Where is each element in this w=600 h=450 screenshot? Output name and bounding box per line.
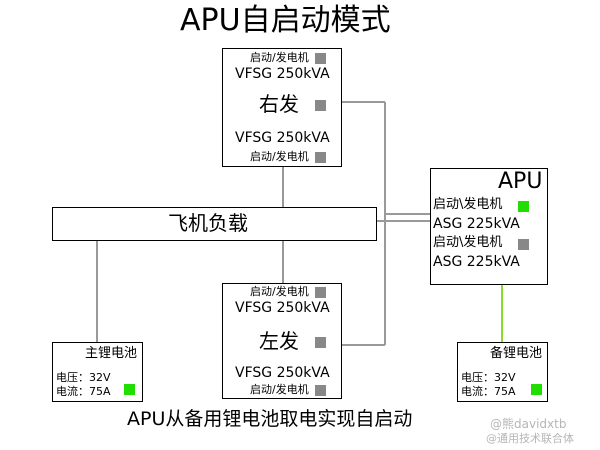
left-gen-top-rating: VFSG 250kVA	[235, 300, 330, 316]
left-gen-top-mode: 启动/发电机	[250, 285, 309, 298]
main-battery-box	[52, 342, 143, 402]
aircraft-load-label: 飞机负载	[168, 211, 248, 235]
left-gen-bottom-rating: VFSG 250kVA	[235, 365, 330, 381]
left-gen-bottom-indicator	[315, 385, 326, 396]
right-gen-top-mode: 启动/发电机	[250, 51, 309, 64]
main-battery-title: 主锂电池	[85, 346, 138, 361]
right-gen-name: 右发	[259, 92, 299, 116]
backup-battery-current: 电流：75A	[461, 385, 516, 398]
left-gen-middle-indicator	[315, 337, 326, 348]
main-battery-current: 电流：75A	[56, 385, 111, 398]
left-gen-top-indicator	[315, 287, 326, 298]
backup-battery-title: 备锂电池	[490, 346, 543, 361]
right-gen-middle-indicator	[315, 100, 326, 111]
right-gen-bottom-mode: 启动/发电机	[250, 150, 309, 163]
right-gen-bottom-indicator	[315, 152, 326, 163]
watermark-org: @通用技术联合体	[486, 432, 574, 445]
apu-mode-1-indicator	[518, 201, 529, 212]
apu-rating-1: ASG 225kVA	[433, 216, 520, 232]
backup-battery-voltage: 电压：32V	[461, 371, 516, 384]
left-gen-bottom-mode: 启动/发电机	[250, 383, 309, 396]
apu-rating-2: ASG 225kVA	[433, 254, 520, 270]
apu-title: APU	[498, 169, 543, 194]
main-battery-indicator	[124, 384, 135, 395]
diagram-subtitle: APU从备用锂电池取电实现自启动	[127, 408, 413, 430]
right-gen-top-indicator	[315, 53, 326, 64]
left-gen-name: 左发	[259, 329, 299, 353]
aircraft-load-box	[52, 207, 377, 241]
apu-box	[430, 168, 548, 285]
backup-battery-indicator	[531, 384, 542, 395]
main-battery-voltage: 电压：32V	[56, 371, 111, 384]
apu-mode-1: 启动\发电机	[433, 197, 503, 212]
page-title: APU自启动模式	[180, 3, 391, 38]
right-gen-top-rating: VFSG 250kVA	[235, 66, 330, 82]
apu-mode-2-indicator	[518, 239, 529, 250]
watermark-author: @熊davidxtb	[490, 417, 567, 431]
right-gen-bottom-rating: VFSG 250kVA	[235, 130, 330, 146]
apu-mode-2: 启动\发电机	[433, 235, 503, 250]
